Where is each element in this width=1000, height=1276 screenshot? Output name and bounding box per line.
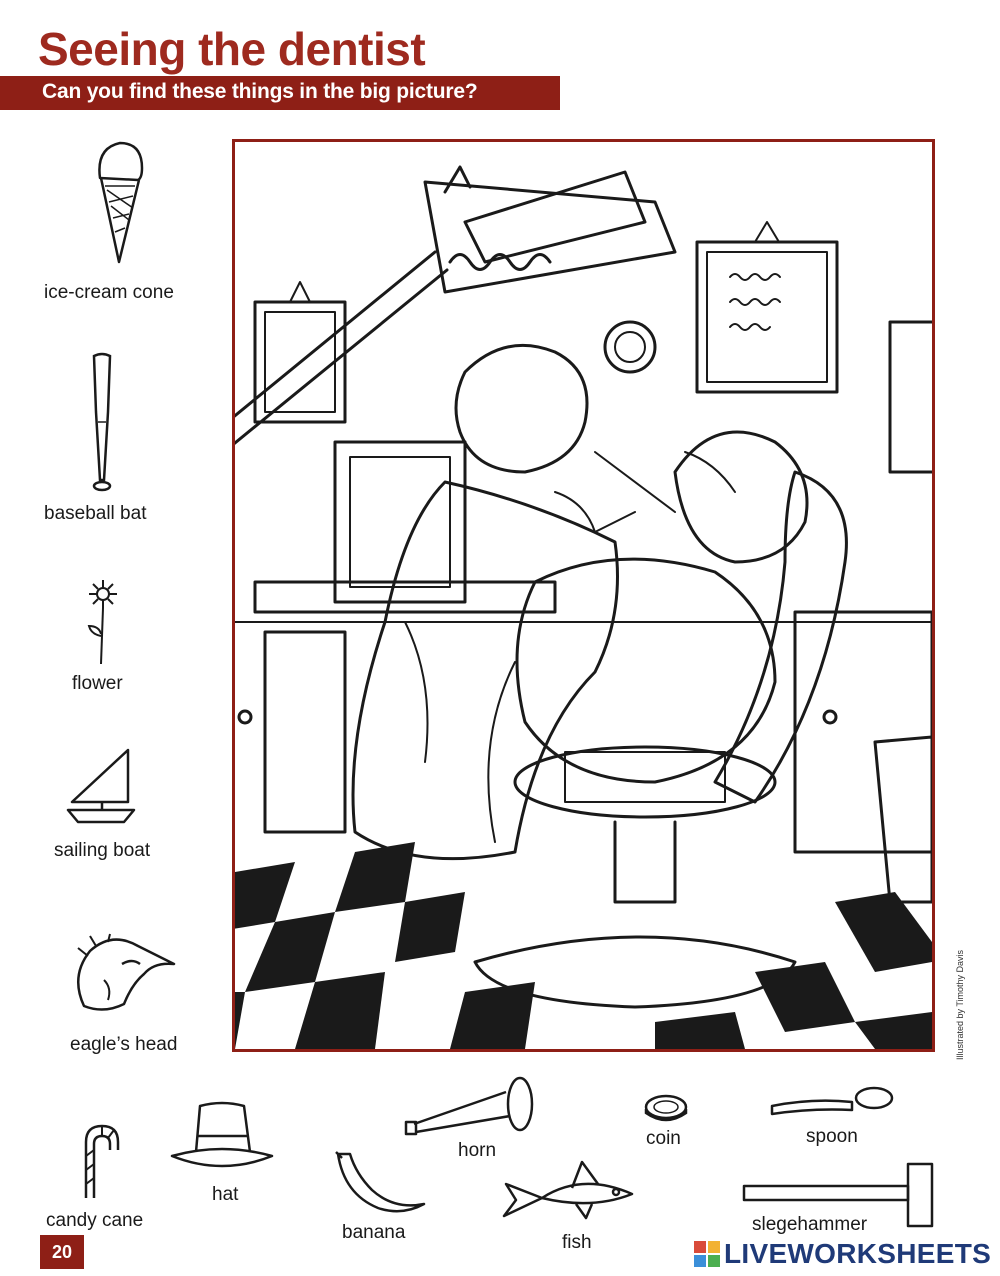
brand-name: LIVEWORKSHEETS [724, 1238, 992, 1269]
wall-certificate [695, 221, 839, 394]
page-title: Seeing the dentist [38, 23, 426, 75]
horn-icon [404, 1076, 534, 1136]
banana-icon [335, 1151, 426, 1213]
main-illustration [232, 139, 935, 1052]
sledgehammer-icon [742, 1162, 934, 1228]
item-label: candy cane [46, 1210, 144, 1231]
item-label: sailing boat [54, 840, 151, 861]
ice-cream-cone-icon [98, 141, 144, 264]
item-label: hat [212, 1184, 239, 1205]
hat-icon [170, 1101, 274, 1168]
spoon-icon [770, 1086, 894, 1116]
dental-chair [473, 470, 848, 1009]
dentist-lamp [235, 165, 677, 445]
item-label: baseball bat [44, 503, 147, 524]
candy-cane-icon [84, 1124, 120, 1198]
coin-icon [644, 1094, 688, 1122]
page-number: 20 [40, 1235, 84, 1269]
item-label: flower [72, 673, 123, 694]
item-label: coin [646, 1128, 681, 1149]
flower-icon [87, 580, 117, 665]
checkered-floor [235, 842, 932, 1049]
brand-logo[interactable]: LIVEWORKSHEETS [694, 1238, 991, 1270]
item-label: ice-cream cone [44, 282, 174, 303]
dentist-scene-drawing [235, 165, 932, 1049]
dentist-character [351, 320, 676, 861]
item-label: slegehammer [752, 1214, 868, 1235]
fish-icon [502, 1160, 634, 1220]
liveworksheets-icon [694, 1241, 720, 1267]
item-label: banana [342, 1222, 406, 1243]
eagle-head-icon [77, 933, 176, 1011]
illustrator-credit: Illustrated by Timothy Davis [955, 949, 965, 1060]
item-label: horn [458, 1140, 497, 1161]
wall-picture-left [253, 281, 347, 424]
item-label: eagle’s head [70, 1034, 178, 1055]
sailing-boat-icon [66, 748, 136, 824]
subtitle-bar: Can you find these things in the big pic… [0, 76, 560, 110]
item-label: fish [562, 1232, 592, 1253]
baseball-bat-icon [92, 352, 112, 492]
subtitle: Can you find these things in the big pic… [42, 80, 478, 103]
item-label: spoon [806, 1126, 858, 1147]
patient-character [487, 430, 809, 843]
